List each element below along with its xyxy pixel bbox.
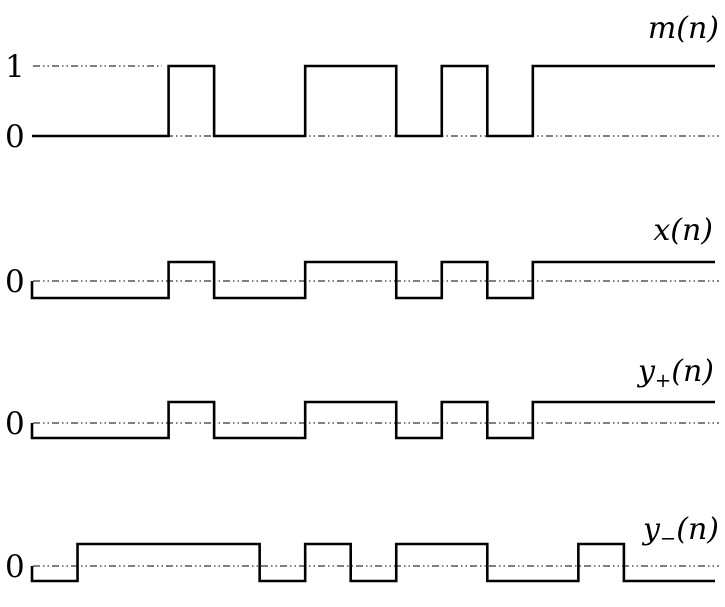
signal-label-y-plus: y+(n) xyxy=(636,354,714,392)
signal-trace-m xyxy=(32,64,715,138)
panel-x-axis-tick-0: 0 xyxy=(5,264,25,300)
signal-trace-x xyxy=(30,260,715,300)
panel-y-minus-axis-tick-0: 0 xyxy=(5,549,25,585)
signal-trace-y-plus xyxy=(30,400,715,440)
panel-x: 0 x(n) xyxy=(5,213,719,300)
signal-label-m: m(n) xyxy=(648,11,719,46)
panel-y-minus: 0 y−(n) xyxy=(5,512,719,585)
panel-m-axis-tick-0: 0 xyxy=(5,119,25,155)
panel-y-plus-axis-tick-0: 0 xyxy=(5,406,25,442)
panel-m-axis-tick-1: 1 xyxy=(5,49,25,85)
panel-m: 1 0 m(n) xyxy=(5,11,719,155)
signal-label-x: x(n) xyxy=(653,213,713,248)
signal-label-y-minus: y−(n) xyxy=(641,512,719,550)
signal-trace-y-minus xyxy=(30,542,715,583)
panel-y-plus: 0 y+(n) xyxy=(5,354,719,442)
